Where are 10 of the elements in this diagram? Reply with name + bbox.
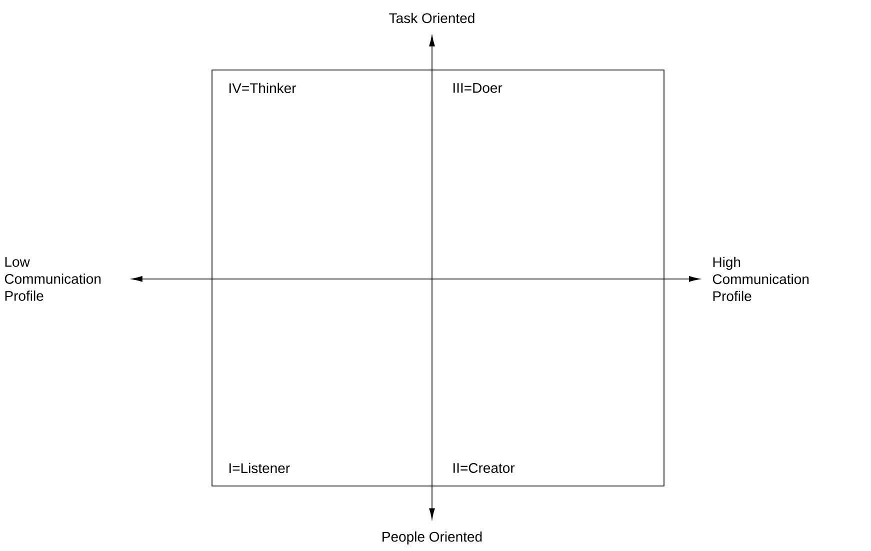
quadrant-label: II=Creator (454, 463, 515, 473)
quadrant-label: III=Doer (454, 83, 502, 93)
axis-arrow (429, 36, 435, 520)
axis-label: Task Oriented (389, 12, 474, 24)
axis-label: Low Communication Profile (4, 257, 101, 301)
axis-arrow (132, 276, 700, 282)
axis-label: High Communication Profile (712, 256, 809, 302)
quadrant-label: IV=Thinker (230, 82, 296, 94)
axis-label: People Oriented (382, 531, 482, 544)
quadrant-label: I=Listener (230, 462, 290, 474)
